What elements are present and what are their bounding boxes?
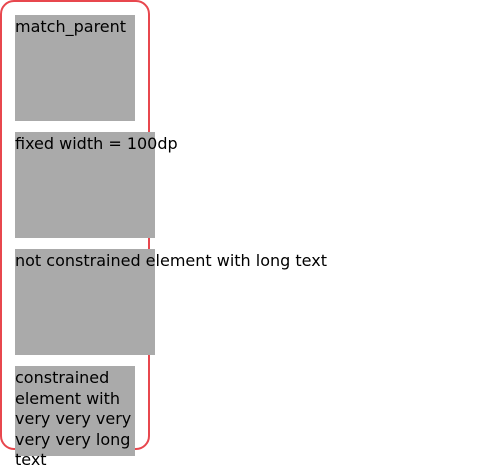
fixed-width-label: fixed width = 100dp xyxy=(15,134,178,153)
constrained-box: constrained element with very very very … xyxy=(15,366,135,469)
not-constrained-label: not constrained element with long text xyxy=(15,251,327,270)
layout-container: match_parent fixed width = 100dp not con… xyxy=(0,0,327,469)
fixed-width-box: fixed width = 100dp xyxy=(15,132,178,238)
constrained-label: constrained element with very very very … xyxy=(15,368,132,469)
match-parent-label: match_parent xyxy=(15,17,127,36)
match-parent-box: match_parent xyxy=(15,15,135,121)
not-constrained-box: not constrained element with long text xyxy=(15,249,327,355)
